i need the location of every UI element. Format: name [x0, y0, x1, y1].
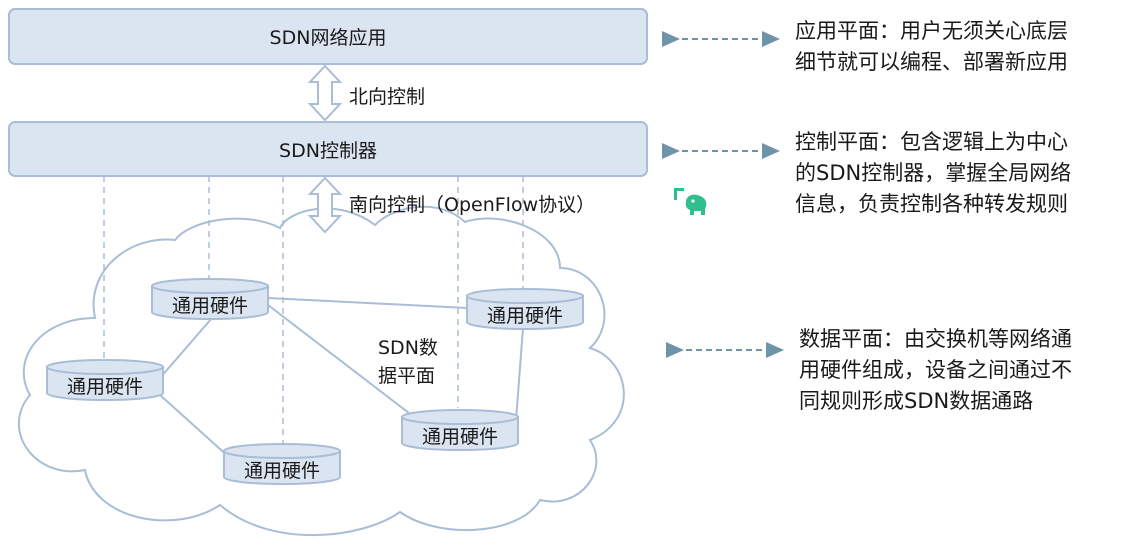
sdn-controller-bar: SDN控制器	[8, 121, 648, 177]
control-dashed-lines	[103, 176, 524, 445]
data-plane-description-line-1: 数据平面：由交换机等网络通	[799, 327, 1072, 351]
hardware-node-2: 通用硬件	[467, 293, 583, 333]
southbound-label: 南向控制（OpenFlow协议）	[349, 194, 596, 216]
sdn-application-bar: SDN网络应用	[8, 8, 648, 65]
control-plane-description-line-3: 信息，负责控制各种转发规则	[795, 192, 1068, 216]
hardware-node-1: 通用硬件	[152, 283, 268, 323]
south-double-arrow	[307, 176, 343, 234]
data-plane-description: 数据平面：由交换机等网络通 用硬件组成，设备之间通过不 同规则形成SDN数据通路	[799, 324, 1072, 417]
hardware-node-label: 通用硬件	[66, 376, 143, 398]
data-plane-label: SDN数 据平面	[378, 334, 438, 390]
hardware-node-label: 通用硬件	[486, 305, 563, 327]
control-plane-description-line-2: 的SDN控制器，掌握全局网络	[795, 161, 1072, 185]
northbound-label: 北向控制	[349, 86, 426, 108]
data-plane-description-line-2: 用硬件组成，设备之间通过不	[799, 358, 1072, 382]
control-plane-description: 控制平面：包含逻辑上为中心 的SDN控制器，掌握全局网络 信息，负责控制各种转发…	[795, 127, 1071, 220]
hardware-node-label: 通用硬件	[421, 426, 498, 448]
hardware-node-3: 通用硬件	[47, 364, 163, 404]
sdn-application-label: SDN网络应用	[269, 27, 387, 49]
sdn-controller-label: SDN控制器	[279, 139, 377, 162]
hardware-node-5: 通用硬件	[224, 448, 340, 488]
elephant-logo-icon	[674, 188, 707, 215]
hardware-node-label: 通用硬件	[171, 295, 248, 317]
control-plane-description-line-1: 控制平面：包含逻辑上为中心	[795, 130, 1068, 154]
data-plane-description-line-3: 同规则形成SDN数据通路	[799, 389, 1034, 413]
app-plane-description-line-2: 细节就可以编程、部署新应用	[795, 50, 1068, 74]
hardware-node-label: 通用硬件	[243, 460, 320, 482]
data-plane-label-line-1: SDN数	[378, 337, 438, 359]
data-plane-label-line-2: 据平面	[378, 365, 436, 387]
hardware-node-4: 通用硬件	[402, 414, 518, 454]
app-plane-description: 应用平面：用户无须关心底层 细节就可以编程、部署新应用	[795, 16, 1068, 78]
hardware-cylinders	[46, 278, 584, 485]
app-plane-description-line-1: 应用平面：用户无须关心底层	[795, 19, 1068, 43]
north-double-arrow	[307, 64, 343, 122]
